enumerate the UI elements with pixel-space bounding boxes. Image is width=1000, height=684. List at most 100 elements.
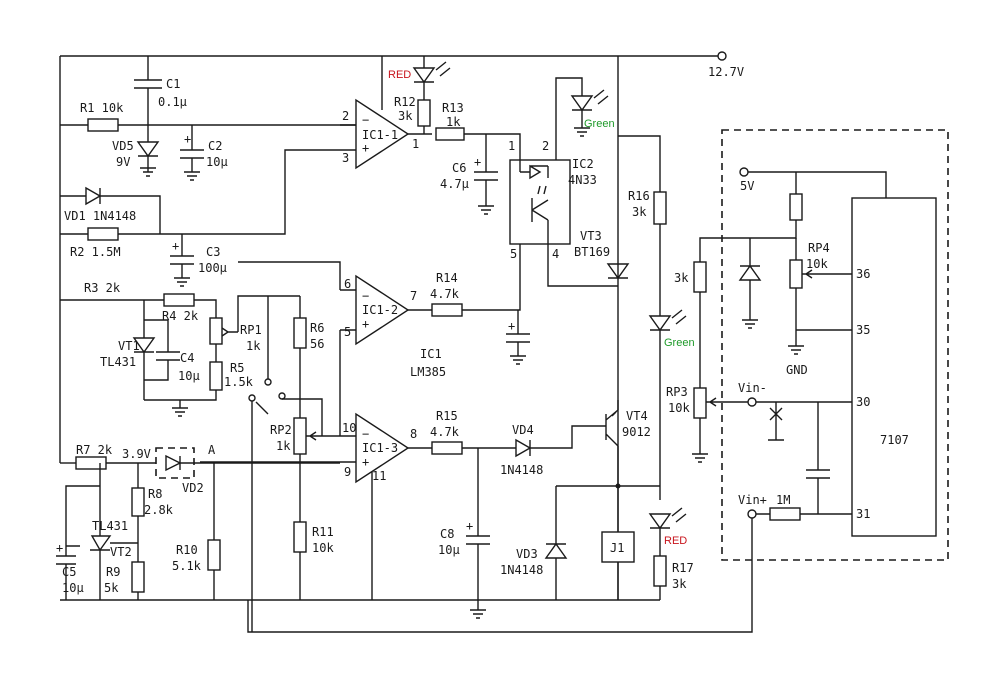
svg-text:R11: R11 [312, 525, 334, 539]
led-green-label-top: Green [584, 118, 615, 130]
svg-text:2.8k: 2.8k [144, 503, 174, 517]
c3-label: C3 [206, 245, 220, 259]
r8-group: R8 2.8k [131, 463, 174, 562]
svg-text:10k: 10k [668, 401, 690, 415]
svg-text:1k: 1k [446, 115, 461, 129]
r15-group: R15 4.7k [430, 409, 516, 455]
svg-text:TL431: TL431 [92, 519, 128, 533]
svg-text:Vin-: Vin- [738, 381, 767, 395]
svg-text:3: 3 [342, 151, 349, 165]
svg-text:56: 56 [310, 337, 324, 351]
r3k-7107: 3k [674, 261, 707, 388]
svg-text:1.5k: 1.5k [224, 375, 254, 389]
svg-text:RP3: RP3 [666, 385, 688, 399]
svg-text:+: + [474, 155, 481, 169]
r6-group: R6 56 [293, 296, 324, 418]
svg-text:9: 9 [344, 465, 351, 479]
r7-group: R7 2k 3.9V [60, 443, 156, 470]
zener-7107 [738, 238, 762, 329]
svg-text:9012: 9012 [622, 425, 651, 439]
ic1-3-label: IC1-3 [362, 441, 398, 455]
svg-text:TL431: TL431 [100, 355, 136, 369]
svg-text:+: + [508, 319, 515, 333]
svg-text:11: 11 [372, 469, 386, 483]
svg-text:VT4: VT4 [626, 409, 648, 423]
vd5-label: VD5 [112, 139, 134, 153]
vt1-tl431: VT1 TL431 [100, 300, 156, 400]
c1-value: 0.1μ [158, 95, 187, 109]
vd1-group: VD1 1N4148 [60, 186, 161, 234]
ic1-3-opamp: IC1-3 − + 10 9 8 11 [200, 364, 432, 600]
led-red-label-top: RED [388, 69, 411, 81]
svg-text:+: + [362, 141, 369, 155]
ic2-optocoupler: 1 2 5 4 IC2 4N33 [508, 139, 597, 261]
svg-text:3k: 3k [398, 109, 413, 123]
ic1-model: LM385 [410, 365, 446, 379]
svg-text:J1: J1 [610, 541, 624, 555]
svg-text:10μ: 10μ [438, 543, 460, 557]
svg-text:1k: 1k [276, 439, 291, 453]
svg-text:3k: 3k [674, 271, 689, 285]
svg-text:1N4148: 1N4148 [500, 463, 543, 477]
svg-text:R14: R14 [436, 271, 458, 285]
svg-text:GND: GND [786, 363, 808, 377]
c3-group: + C3 100μ [170, 234, 227, 287]
ic1-2-label: IC1-2 [362, 303, 398, 317]
svg-text:4.7k: 4.7k [430, 287, 460, 301]
svg-text:RP2: RP2 [270, 423, 292, 437]
svg-text:R9: R9 [106, 565, 120, 579]
c2-label: C2 [208, 139, 222, 153]
svg-text:VT1: VT1 [118, 339, 140, 353]
svg-text:R5: R5 [230, 361, 244, 375]
svg-text:VD4: VD4 [512, 423, 534, 437]
node-a-label: A [208, 443, 216, 457]
svg-text:10μ: 10μ [178, 369, 200, 383]
svg-text:VD3: VD3 [516, 547, 538, 561]
r17-group: R17 3k [653, 555, 694, 600]
ic2-pin5-wire [460, 244, 521, 311]
svg-text:4: 4 [552, 247, 559, 261]
svg-text:IC2: IC2 [572, 157, 594, 171]
svg-text:5k: 5k [104, 581, 119, 595]
r-top-7107 [699, 172, 803, 262]
svg-text:10k: 10k [312, 541, 334, 555]
svg-text:+: + [466, 519, 473, 533]
c6-group: + C6 4.7μ [440, 134, 498, 215]
c8-group: + C8 10μ [438, 448, 490, 619]
svg-text:BT169: BT169 [574, 245, 610, 259]
svg-text:30: 30 [856, 395, 870, 409]
led-red-top: RED [388, 56, 451, 100]
c3-value: 100μ [198, 261, 227, 275]
r12-group: R12 3k [394, 95, 431, 134]
svg-text:7107: 7107 [880, 433, 909, 447]
v5-supply: 5V [739, 167, 887, 198]
vd4-diode: VD4 1N4148 [500, 423, 606, 477]
svg-text:5V: 5V [740, 179, 754, 193]
svg-text:−: − [362, 113, 369, 127]
vd5-zener: VD5 9V [112, 125, 160, 177]
va-label: 3.9V [122, 447, 151, 461]
c2-group: + C2 10μ [180, 125, 228, 181]
relay-j1: J1 [601, 486, 635, 600]
r2-group: R2 1.5M [60, 149, 340, 259]
svg-text:7: 7 [410, 289, 417, 303]
svg-text:1: 1 [508, 139, 515, 153]
vd5-value: 9V [116, 155, 130, 169]
ic1-name: IC1 [420, 347, 442, 361]
svg-text:−: − [362, 427, 369, 441]
c2-value: 10μ [206, 155, 228, 169]
vd1-label: VD1 1N4148 [64, 209, 136, 223]
svg-text:8: 8 [410, 427, 417, 441]
led-red-right: RED [648, 507, 687, 556]
svg-text:35: 35 [856, 323, 870, 337]
svg-text:R15: R15 [436, 409, 458, 423]
c5-group: + C5 10μ [56, 541, 84, 600]
r2-label: R2 1.5M [70, 245, 121, 259]
ic-7107: 7107 36 35 30 31 [851, 197, 937, 537]
svg-text:VT3: VT3 [580, 229, 602, 243]
svg-text:VT2: VT2 [110, 545, 132, 559]
svg-text:6: 6 [344, 277, 351, 291]
svg-text:VD2: VD2 [182, 481, 204, 495]
svg-text:3k: 3k [632, 205, 647, 219]
